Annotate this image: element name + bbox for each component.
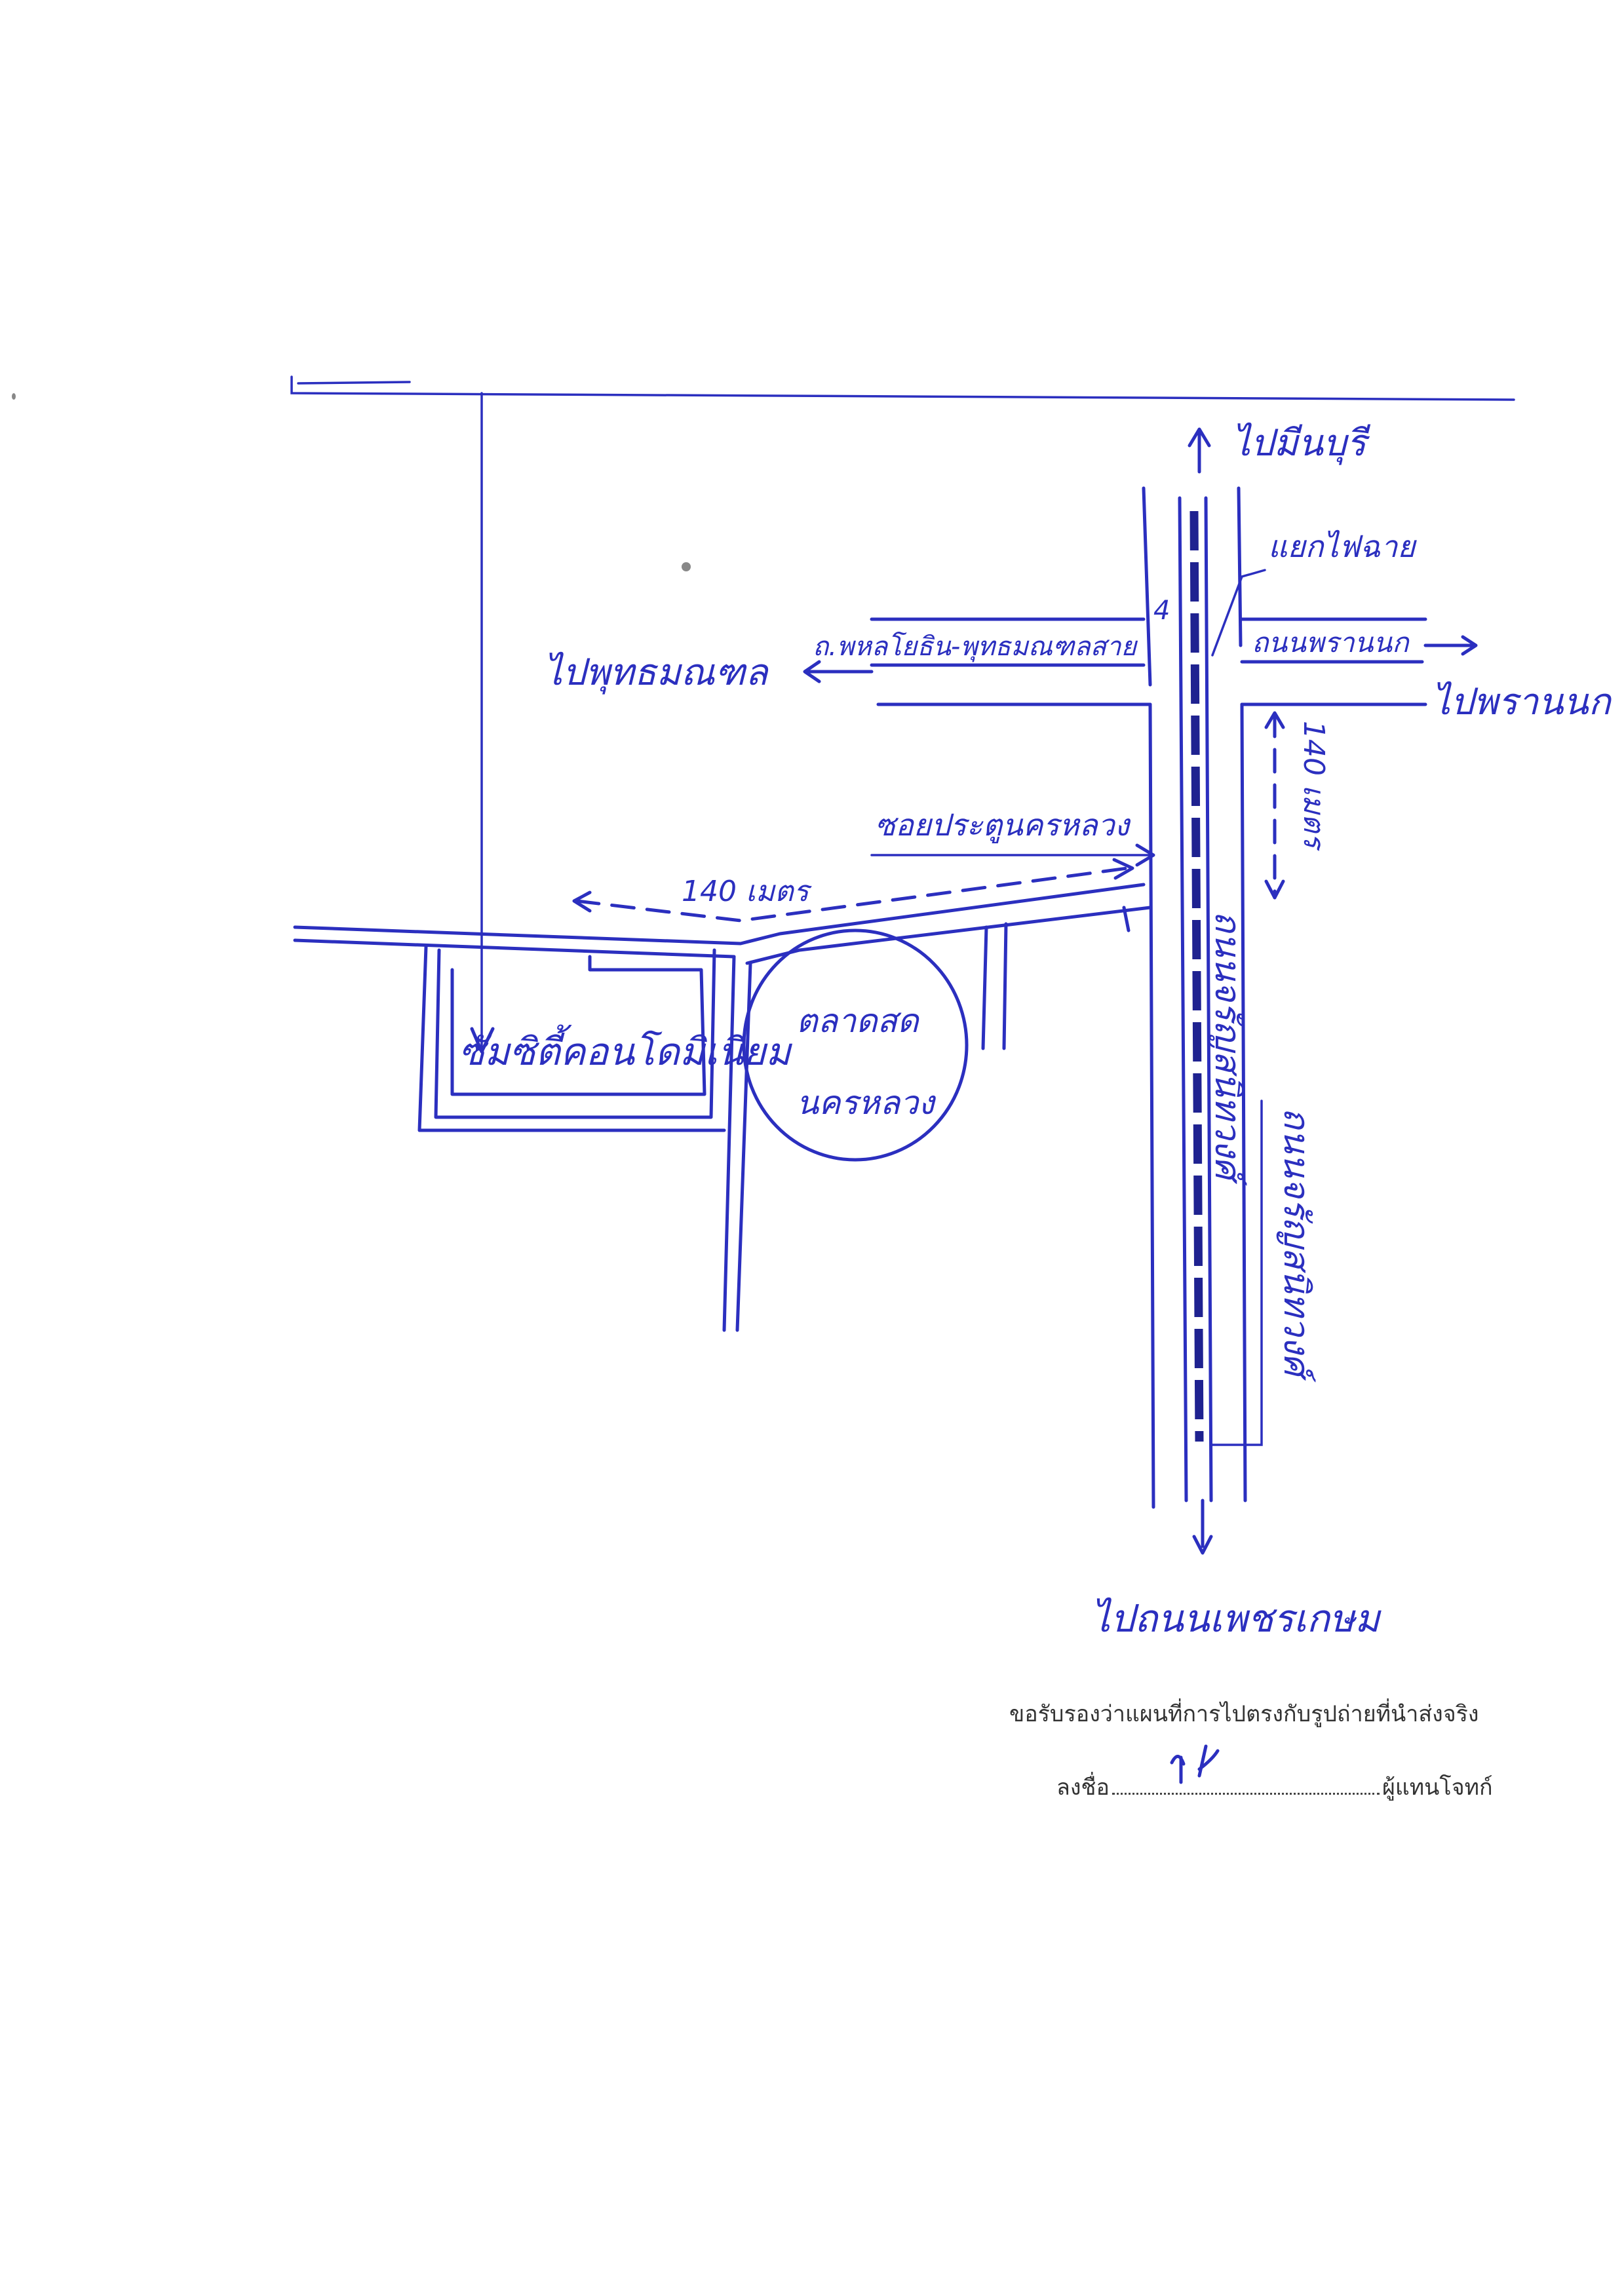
soi-road-top-edge-2 <box>293 938 736 959</box>
top-boundary-line <box>290 375 1515 401</box>
top-left-tick <box>297 381 411 385</box>
label-condo: ซัมซิตี้คอนโดมิเนียม <box>459 1024 792 1074</box>
right-distance-arrowhead-top <box>1264 711 1285 729</box>
main-road-median-hatch <box>1189 510 1204 1442</box>
right-distance-arrowhead-bottom <box>1264 879 1285 900</box>
condo-pointer-arrowhead <box>470 1027 495 1054</box>
right-label-bracket <box>1211 1100 1263 1446</box>
paper-speck <box>12 393 16 400</box>
label-to-min-buri: ไปมีนบุรี <box>1232 422 1371 465</box>
label-right-road: ถนนจรัญสนิทวงศ์ <box>1276 1107 1317 1383</box>
label-distance-soi: 140 เมตร <box>682 875 813 908</box>
label-phahon-road: ถ.พหลโยธิน-พุทธมณฑลสาย <box>813 631 1138 662</box>
condo-outer-box <box>417 945 726 1132</box>
sign-prefix: ลงชื่อ <box>1056 1774 1110 1801</box>
label-soi: ซอยประตูนครหลวง <box>875 807 1132 843</box>
soi-label-arrowhead <box>1135 843 1155 867</box>
soi-distance-dashed-line <box>575 866 1129 923</box>
up-arrow-head <box>1188 427 1211 448</box>
label-to-phutthamonthon: ไปพุทธมณฑล <box>544 651 769 695</box>
label-main-road: ถนนจรัญสนิทวงศ์ <box>1207 911 1248 1187</box>
side-street-2-left <box>981 925 988 1050</box>
right-crossroad-arrowhead <box>1461 635 1478 656</box>
label-phran-nok-road: ถนนพรานนก <box>1252 626 1410 659</box>
junction-pointer <box>1211 569 1266 657</box>
paper-speck <box>682 562 691 571</box>
main-road-right-edge <box>1240 702 1247 1502</box>
down-arrow-head <box>1192 1535 1213 1555</box>
side-street-2-right <box>1002 922 1008 1050</box>
main-road-left-edge <box>1148 702 1155 1509</box>
market-circle <box>742 928 969 1162</box>
soi-road-end-tick <box>1122 906 1131 932</box>
side-street-1-left <box>722 955 736 1332</box>
soi-distance-arrowhead-left <box>572 890 592 913</box>
side-street-1-right <box>735 961 752 1332</box>
soi-road-bottom-edge <box>745 906 1152 965</box>
soi-distance-arrowhead-right <box>1112 858 1134 880</box>
label-to-bangkok: ไปถนนเพชรเกษม <box>1091 1596 1382 1641</box>
label-distance-right: 140 เมตร <box>1297 721 1330 852</box>
sign-suffix: ผู้แทนโจทก์ <box>1382 1774 1493 1801</box>
main-road-left-edge-top <box>1142 486 1152 687</box>
main-road-right-edge-top <box>1237 486 1243 647</box>
condo-building-outline <box>450 955 706 1096</box>
certification-text: ขอรับรองว่าแผนที่การไปตรงกับรูปถ่ายที่นำ… <box>1009 1701 1479 1727</box>
label-fire-junction: แยกไฟฉาย <box>1268 529 1417 564</box>
soi-road-top-edge <box>293 883 1146 946</box>
label-market-line1: ตลาดสด <box>796 1002 920 1040</box>
main-road-median-right <box>1204 496 1213 1502</box>
label-market-line2: นครหลวง <box>796 1084 937 1122</box>
signature-dotted-line <box>1112 1789 1380 1795</box>
left-crossroad-arrowhead <box>803 660 821 683</box>
main-road-median-left <box>1178 496 1188 1502</box>
signature-line: ลงชื่อ ผู้แทนโจทก์ <box>1056 1769 1493 1805</box>
label-km4: 4 <box>1153 596 1170 626</box>
label-to-phran-nok: ไปพรานนก <box>1432 681 1613 723</box>
condo-inner-box <box>434 948 716 1119</box>
handwritten-signature <box>1170 1744 1220 1784</box>
